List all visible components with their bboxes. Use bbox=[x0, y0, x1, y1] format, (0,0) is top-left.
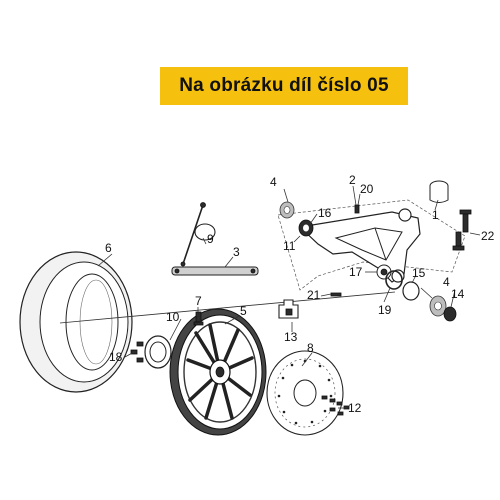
callout-17: 17 bbox=[349, 265, 363, 279]
callout-13: 13 bbox=[284, 330, 298, 344]
callout-19: 19 bbox=[378, 303, 392, 317]
callout-labels: 1 2 3 4 4 5 6 7 8 9 10 11 12 13 14 15 16… bbox=[105, 173, 495, 415]
callout-21: 21 bbox=[307, 288, 321, 302]
oil-seal-part bbox=[298, 219, 314, 237]
callout-14: 14 bbox=[451, 287, 465, 301]
callout-1: 1 bbox=[432, 208, 439, 222]
circlip-part bbox=[385, 270, 403, 290]
speedometer-ring-part bbox=[144, 335, 172, 369]
wheel-rim-part bbox=[169, 308, 267, 436]
callout-4-lower: 4 bbox=[443, 275, 450, 289]
brake-disc-part bbox=[266, 350, 344, 436]
bearing-upper-part bbox=[279, 201, 295, 219]
bearing-lower-part bbox=[429, 295, 447, 317]
bracket-part bbox=[278, 299, 299, 319]
tool-bar-part bbox=[171, 266, 259, 276]
leader-lines bbox=[97, 185, 481, 409]
cable-part bbox=[180, 202, 216, 267]
bushing-part bbox=[429, 180, 449, 203]
callout-7: 7 bbox=[195, 294, 202, 308]
callout-11: 11 bbox=[283, 239, 296, 253]
collar-15-part bbox=[402, 281, 420, 301]
bolt-20-part bbox=[354, 204, 360, 214]
part-number-banner: Na obrázku díl číslo 05 bbox=[160, 67, 408, 105]
bolt-21-part bbox=[330, 292, 342, 297]
callout-22: 22 bbox=[481, 229, 495, 243]
callout-20: 20 bbox=[360, 182, 374, 196]
hub-collars-part bbox=[130, 341, 144, 363]
callout-16: 16 bbox=[318, 206, 332, 220]
swingarm-group-outline bbox=[277, 199, 466, 291]
callout-15: 15 bbox=[412, 266, 426, 280]
callout-3: 3 bbox=[233, 245, 240, 259]
callout-8: 8 bbox=[307, 341, 314, 355]
callout-2: 2 bbox=[349, 173, 356, 187]
axle-centre-line bbox=[59, 291, 396, 324]
valve-part bbox=[193, 311, 204, 326]
swingarm-part bbox=[298, 208, 421, 283]
callout-12: 12 bbox=[348, 401, 362, 415]
callout-18: 18 bbox=[109, 350, 123, 364]
callout-9: 9 bbox=[207, 232, 214, 246]
nut-part bbox=[443, 306, 457, 322]
callout-5: 5 bbox=[240, 304, 247, 318]
callout-4-upper: 4 bbox=[270, 175, 277, 189]
bolts-22-part bbox=[452, 209, 472, 251]
callout-6: 6 bbox=[105, 241, 112, 255]
disc-bolts-part bbox=[321, 395, 350, 416]
callout-10: 10 bbox=[166, 310, 180, 324]
tire-part bbox=[19, 251, 133, 393]
